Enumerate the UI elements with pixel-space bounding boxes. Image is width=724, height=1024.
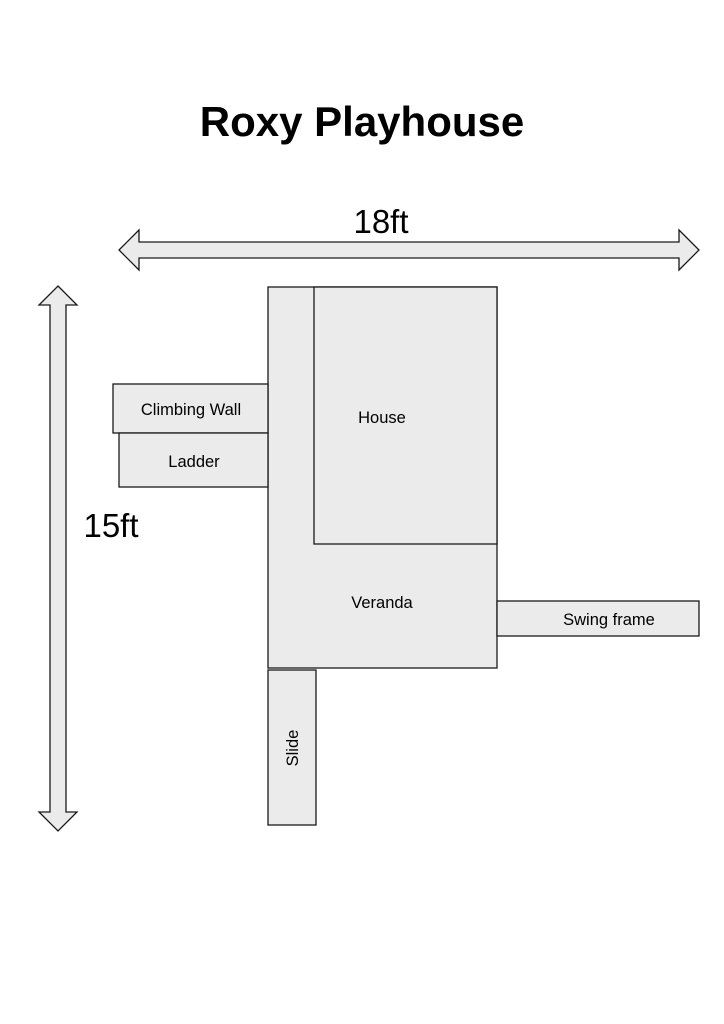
house-area xyxy=(313,286,498,545)
height-label: 15ft xyxy=(83,507,138,544)
diagram-title: Roxy Playhouse xyxy=(200,98,524,145)
slide-area xyxy=(267,669,317,826)
house-label: House xyxy=(358,409,406,427)
width-arrow xyxy=(118,228,700,272)
climbing-wall-label: Climbing Wall xyxy=(141,401,241,419)
slide-label: Slide xyxy=(284,730,302,767)
veranda-label: Veranda xyxy=(351,594,413,612)
swing-frame-label: Swing frame xyxy=(563,611,655,629)
ladder-area xyxy=(118,432,269,488)
climbing-wall-area xyxy=(112,383,269,434)
height-arrow xyxy=(37,285,79,832)
swing-frame-area xyxy=(496,600,700,637)
width-label: 18ft xyxy=(353,203,408,240)
ladder-label: Ladder xyxy=(168,453,220,471)
